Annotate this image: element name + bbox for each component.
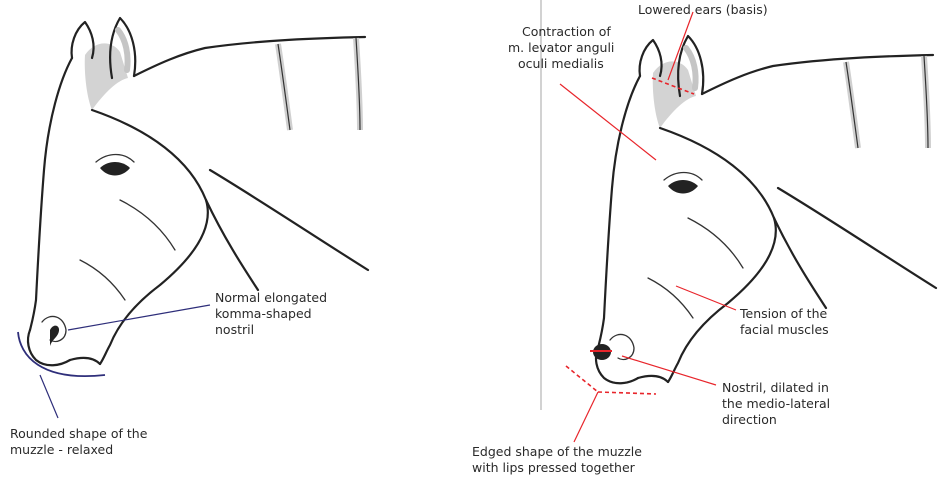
eye-label-1: Contraction of [522,24,611,39]
nostril-label-2: the medio-lateral [722,396,830,411]
left-nostril-label-3: nostril [215,322,254,337]
left-nostril-label-2: komma-shaped [215,306,312,321]
left-horse-head [28,18,368,365]
eye-label-2: m. levator anguli [508,40,614,55]
left-muzzle-label-2: muzzle - relaxed [10,442,113,457]
left-muzzle-pointer [40,375,58,418]
eye-pointer [560,84,656,160]
muzzle-label-1: Edged shape of the muzzle [472,444,642,459]
left-nostril [50,326,59,346]
left-nostril-pointer [68,305,210,330]
nostril-label-1: Nostril, dilated in [722,380,829,395]
eye-label-3: oculi medialis [518,56,604,71]
facial-label-2: facial muscles [740,322,829,337]
nostril-label-3: direction [722,412,777,427]
muzzle-pointer [574,392,598,442]
facial-label-1: Tension of the [739,306,827,321]
muzzle-label-2: with lips pressed together [472,460,636,475]
left-muzzle-label-1: Rounded shape of the [10,426,148,441]
pain-annotations [560,12,736,442]
ears-label: Lowered ears (basis) [638,2,768,17]
muzzle-edge-dash-b [598,392,656,394]
left-nostril-label-1: Normal elongated [215,290,327,305]
muzzle-edge-dash-a [566,366,598,392]
